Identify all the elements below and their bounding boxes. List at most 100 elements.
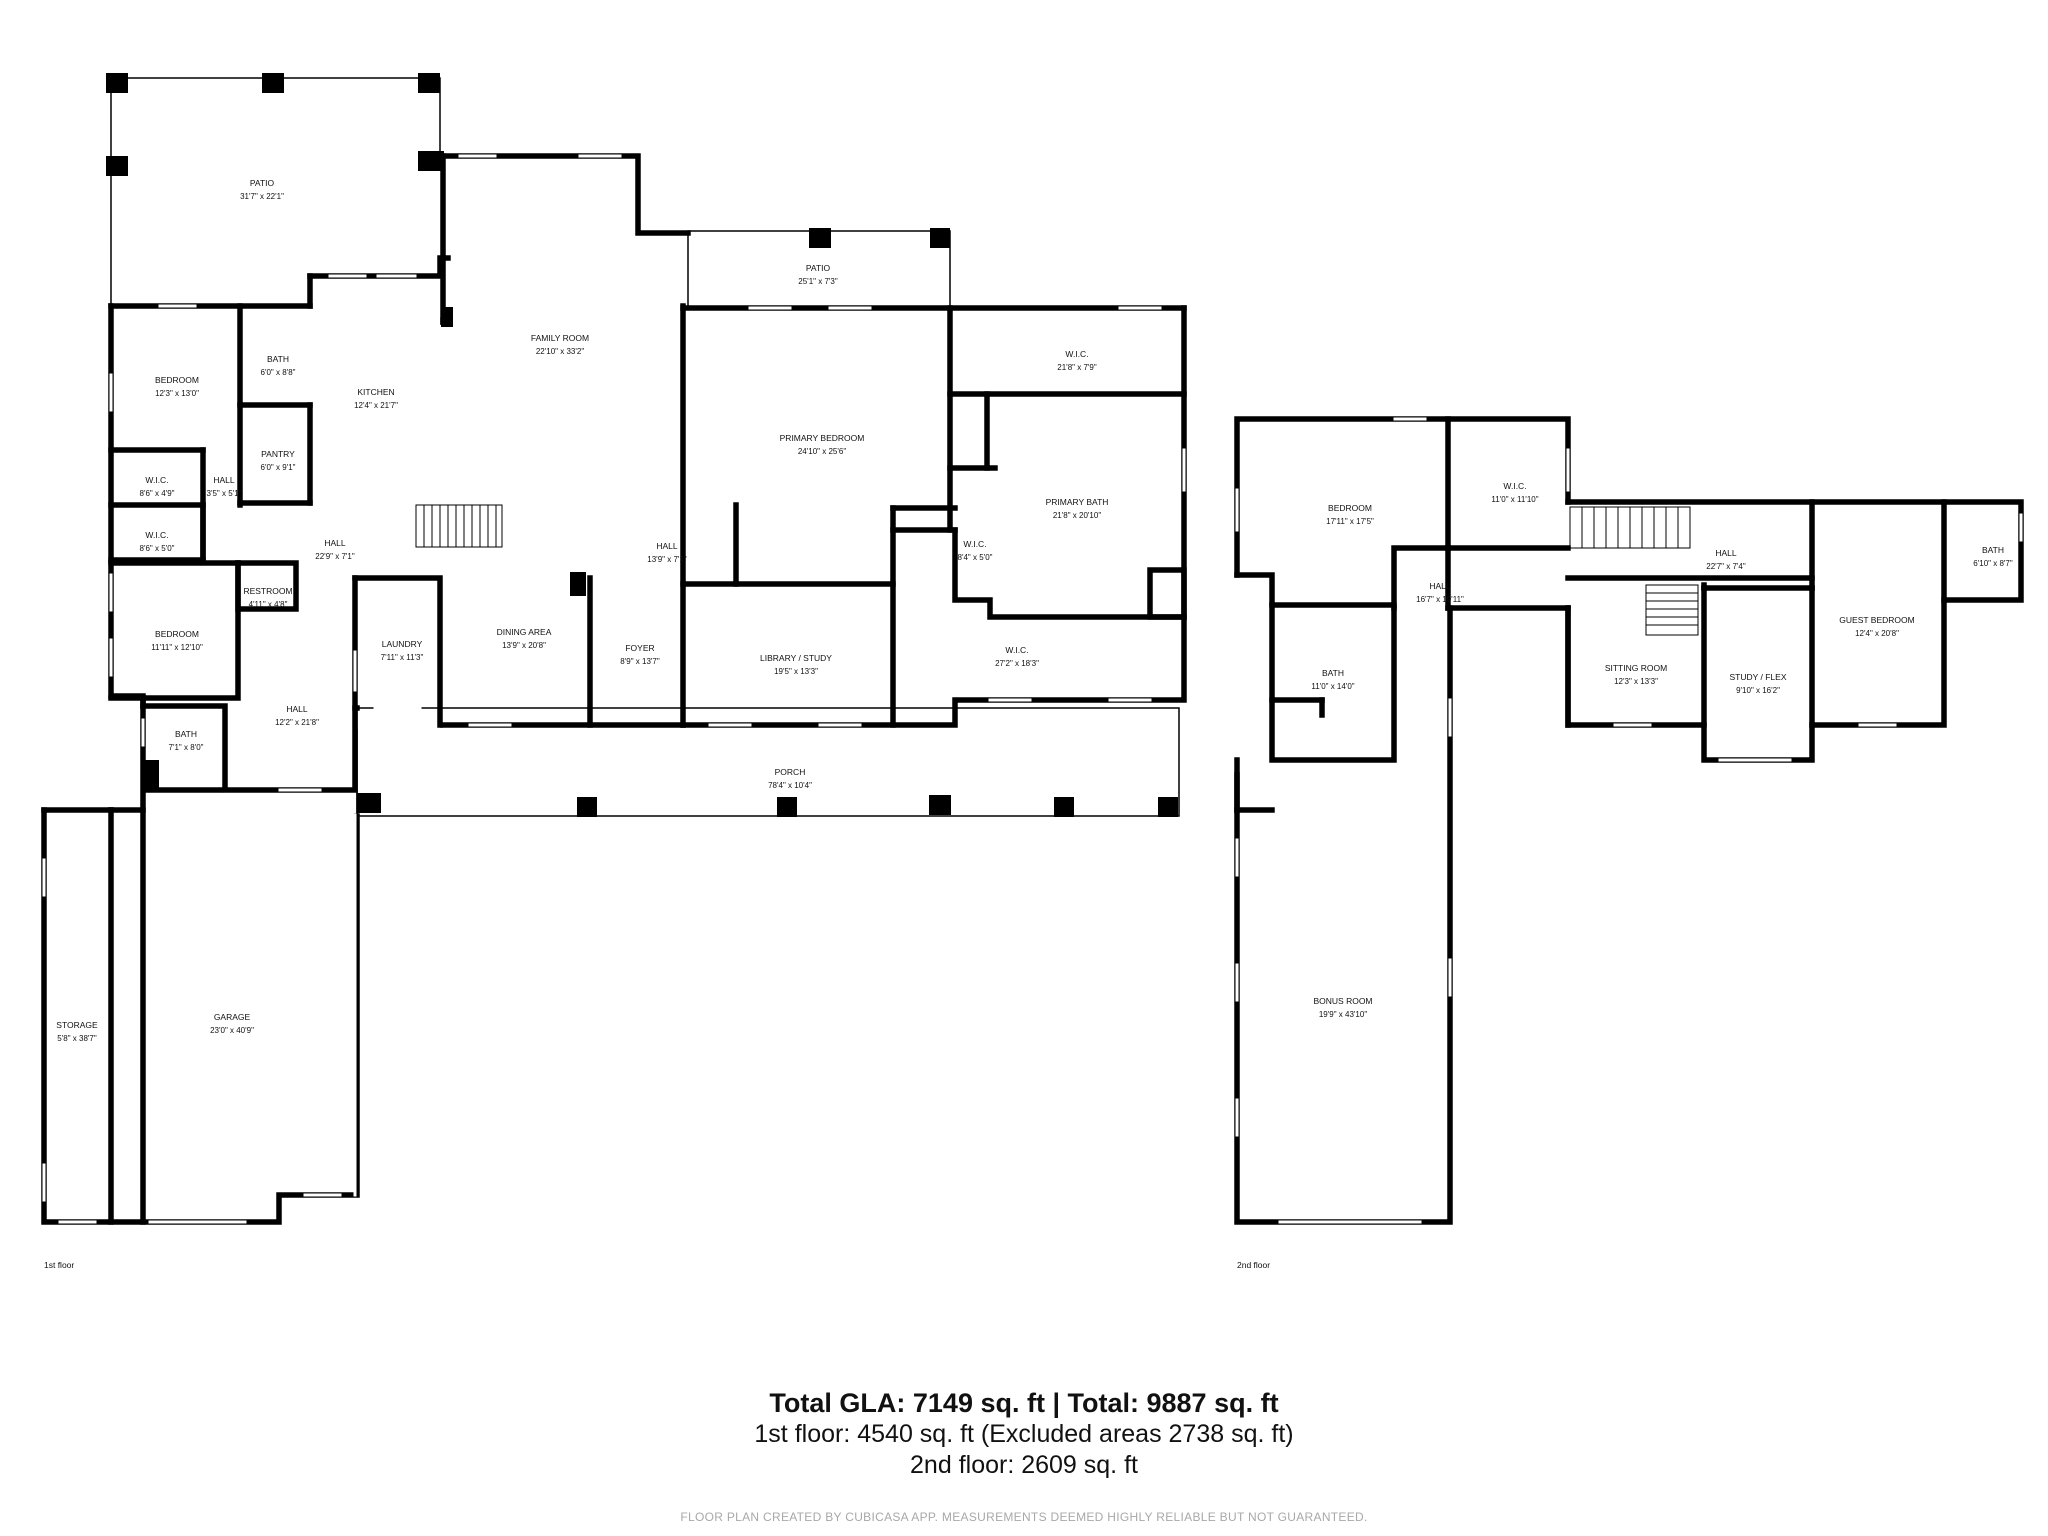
windows — [42, 154, 1186, 1224]
first-floor-area: 1st floor: 4540 sq. ft (Excluded areas 2… — [754, 1420, 1294, 1448]
room-dimensions: 8'4" x 5'0" — [958, 553, 993, 562]
room-label: LIBRARY / STUDY 19'5" x 13'3" — [760, 653, 832, 676]
room-name: FOYER — [625, 643, 654, 653]
room-dimensions: 31'7" x 22'1" — [240, 192, 284, 201]
room-name: KITCHEN — [357, 387, 394, 397]
walls — [1234, 416, 2024, 1225]
room-label: W.I.C.8'4" x 5'0" — [958, 539, 993, 562]
room-name: BEDROOM — [155, 629, 199, 639]
room-dimensions: 17'11" x 17'5" — [1326, 517, 1374, 526]
room-name: W.I.C. — [1065, 349, 1088, 359]
room-dimensions: 12'3" x 13'0" — [155, 389, 199, 398]
room-dimensions: 19'9" x 43'10" — [1319, 1010, 1367, 1019]
room-name: SITTING ROOM — [1605, 663, 1667, 673]
room-dimensions: 13'9" x 7'1" — [647, 555, 687, 564]
room-name: BATH — [267, 354, 289, 364]
room-label: PRIMARY BEDROOM 24'10" x 25'6" — [780, 433, 865, 456]
room-dimensions: 16'7" x 19'11" — [1416, 595, 1464, 604]
room-dimensions: 78'4" x 10'4" — [768, 781, 812, 790]
room-label: KITCHEN 12'4" x 21'7" — [354, 387, 398, 410]
room-name: PATIO — [806, 263, 831, 273]
windows — [1235, 417, 2023, 1224]
room-dimensions: 27'2" x 18'3" — [995, 659, 1039, 668]
room-name: HALL — [324, 538, 346, 548]
room-dimensions: 6'0" x 8'8" — [261, 368, 296, 377]
stairs — [1569, 506, 1699, 636]
room-name: PRIMARY BEDROOM — [780, 433, 865, 443]
room-dimensions: 23'0" x 40'9" — [210, 1026, 254, 1035]
room-dimensions: 3'5" x 5'1" — [207, 489, 242, 498]
room-dimensions: 11'0" x 14'0" — [1311, 682, 1354, 691]
room-name: HALL — [213, 475, 235, 485]
room-name: W.I.C. — [1005, 645, 1028, 655]
room-label: PANTRY 6'0" x 9'1" — [261, 449, 296, 472]
room-name: DINING AREA — [497, 627, 552, 637]
floor-label-2nd: 2nd floor — [1237, 1260, 1270, 1270]
room-label: PORCH 78'4" x 10'4" — [768, 767, 812, 790]
room-label: HALL 22'9" x 7'1" — [315, 538, 355, 561]
room-label: STUDY / FLEX 9'10" x 16'2" — [1730, 672, 1787, 695]
area-summary: Total GLA: 7149 sq. ft | Total: 9887 sq.… — [0, 1387, 2048, 1481]
room-label: HALL 16'7" x 19'11" — [1416, 581, 1464, 604]
room-dimensions: 8'9" x 13'7" — [620, 657, 660, 666]
room-name: PANTRY — [261, 449, 295, 459]
room-label: BATH 6'0" x 8'8" — [261, 354, 296, 377]
second-floor-plan — [1234, 416, 2024, 1225]
room-dimensions: 24'10" x 25'6" — [798, 447, 846, 456]
room-dimensions: 5'8" x 38'7" — [57, 1034, 97, 1043]
room-name: GARAGE — [214, 1012, 251, 1022]
second-floor-area: 2nd floor: 2609 sq. ft — [910, 1451, 1138, 1479]
room-dimensions: 12'2" x 21'8" — [275, 718, 319, 727]
room-dimensions: 6'0" x 9'1" — [261, 463, 296, 472]
room-name: HALL — [1715, 548, 1737, 558]
room-dimensions: 25'1" x 7'3" — [798, 277, 838, 286]
floor-label-1st: 1st floor — [44, 1260, 74, 1270]
room-label: HALL 3'5" x 5'1" — [207, 475, 242, 498]
room-name: LIBRARY / STUDY — [760, 653, 832, 663]
room-label: SITTING ROOM 12'3" x 13'3" — [1605, 663, 1667, 686]
room-name: RESTROOM — [243, 586, 292, 596]
room-label: W.I.C. 27'2" x 18'3" — [995, 645, 1039, 668]
room-dimensions: 11'0" x 11'10" — [1491, 495, 1538, 504]
walls — [41, 153, 1187, 1225]
room-name: PORCH — [775, 767, 806, 777]
disclaimer: FLOOR PLAN CREATED BY CUBICASA APP. MEAS… — [680, 1510, 1368, 1524]
total-area: Total GLA: 7149 sq. ft | Total: 9887 sq.… — [769, 1388, 1279, 1418]
room-dimensions: 21'8" x 20'10" — [1053, 511, 1101, 520]
room-label: GARAGE 23'0" x 40'9" — [210, 1012, 254, 1035]
room-dimensions: 22'10" x 33'2" — [536, 347, 584, 356]
room-dimensions: 22'9" x 7'1" — [315, 552, 355, 561]
room-dimensions: 8'6" x 5'0" — [140, 544, 175, 553]
room-dimensions: 12'4" x 21'7" — [354, 401, 398, 410]
room-label: W.I.C.11'0" x 11'10" — [1491, 481, 1538, 504]
room-dimensions: 19'5" x 13'3" — [774, 667, 818, 676]
columns — [106, 73, 1178, 817]
room-dimensions: 7'1" x 8'0" — [169, 743, 204, 752]
room-name: STUDY / FLEX — [1730, 672, 1787, 682]
room-dimensions: 12'3" x 13'3" — [1614, 677, 1658, 686]
room-name: HALL — [1429, 581, 1451, 591]
room-dimensions: 9'10" x 16'2" — [1736, 686, 1780, 695]
room-dimensions: 13'9" x 20'8" — [502, 641, 546, 650]
room-label: W.I.C.21'8" x 7'9" — [1057, 349, 1097, 372]
room-name: BEDROOM — [1328, 503, 1372, 513]
room-label: DINING AREA 13'9" x 20'8" — [497, 627, 552, 650]
thin-outlines — [110, 77, 1180, 817]
room-dimensions: 7'11" x 11'3" — [381, 653, 424, 662]
room-dimensions: 8'6" x 4'9" — [140, 489, 175, 498]
room-label: W.I.C.8'6" x 4'9" — [140, 475, 175, 498]
stairs — [415, 504, 503, 548]
